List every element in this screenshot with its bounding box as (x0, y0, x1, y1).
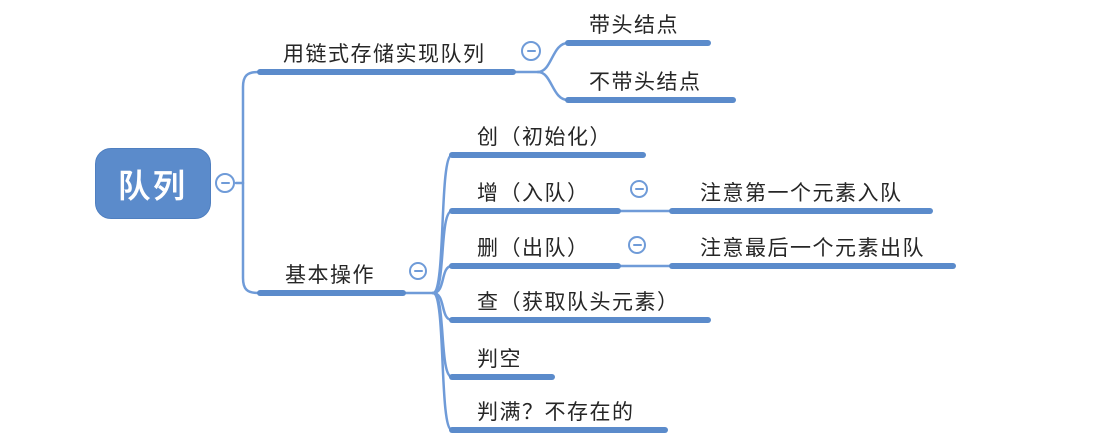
topic-create-init[interactable]: 创（初始化） (477, 126, 612, 149)
collapse-button-linked-storage[interactable] (521, 41, 541, 61)
topic-note-last-element-dequeue[interactable]: 注意最后一个元素出队 (700, 237, 925, 260)
topic-get-front-element[interactable]: 查（获取队头元素） (477, 291, 680, 314)
root-topic-queue[interactable]: 队列 (95, 148, 211, 219)
minus-icon (413, 269, 423, 273)
topic-linked-storage[interactable]: 用链式存储实现队列 (283, 43, 486, 66)
root-topic-label: 队列 (117, 167, 188, 204)
minus-icon (526, 49, 536, 53)
topic-is-empty[interactable]: 判空 (477, 348, 522, 371)
topic-is-full[interactable]: 判满？不存在的 (477, 401, 635, 424)
topic-dequeue[interactable]: 删（出队） (477, 237, 590, 260)
topic-enqueue[interactable]: 增（入队） (477, 182, 590, 205)
collapse-button-dequeue[interactable] (628, 236, 646, 254)
topic-note-first-element-enqueue[interactable]: 注意第一个元素入队 (700, 182, 903, 205)
minus-icon (632, 243, 642, 247)
topic-with-head-node[interactable]: 带头结点 (589, 14, 679, 37)
topic-basic-operations[interactable]: 基本操作 (285, 264, 375, 287)
topic-without-head-node[interactable]: 不带头结点 (589, 71, 702, 94)
minus-icon (634, 187, 644, 191)
minus-icon (220, 181, 230, 185)
collapse-button-root[interactable] (215, 173, 235, 193)
collapse-button-basic-operations[interactable] (409, 262, 427, 280)
collapse-button-enqueue[interactable] (630, 180, 648, 198)
